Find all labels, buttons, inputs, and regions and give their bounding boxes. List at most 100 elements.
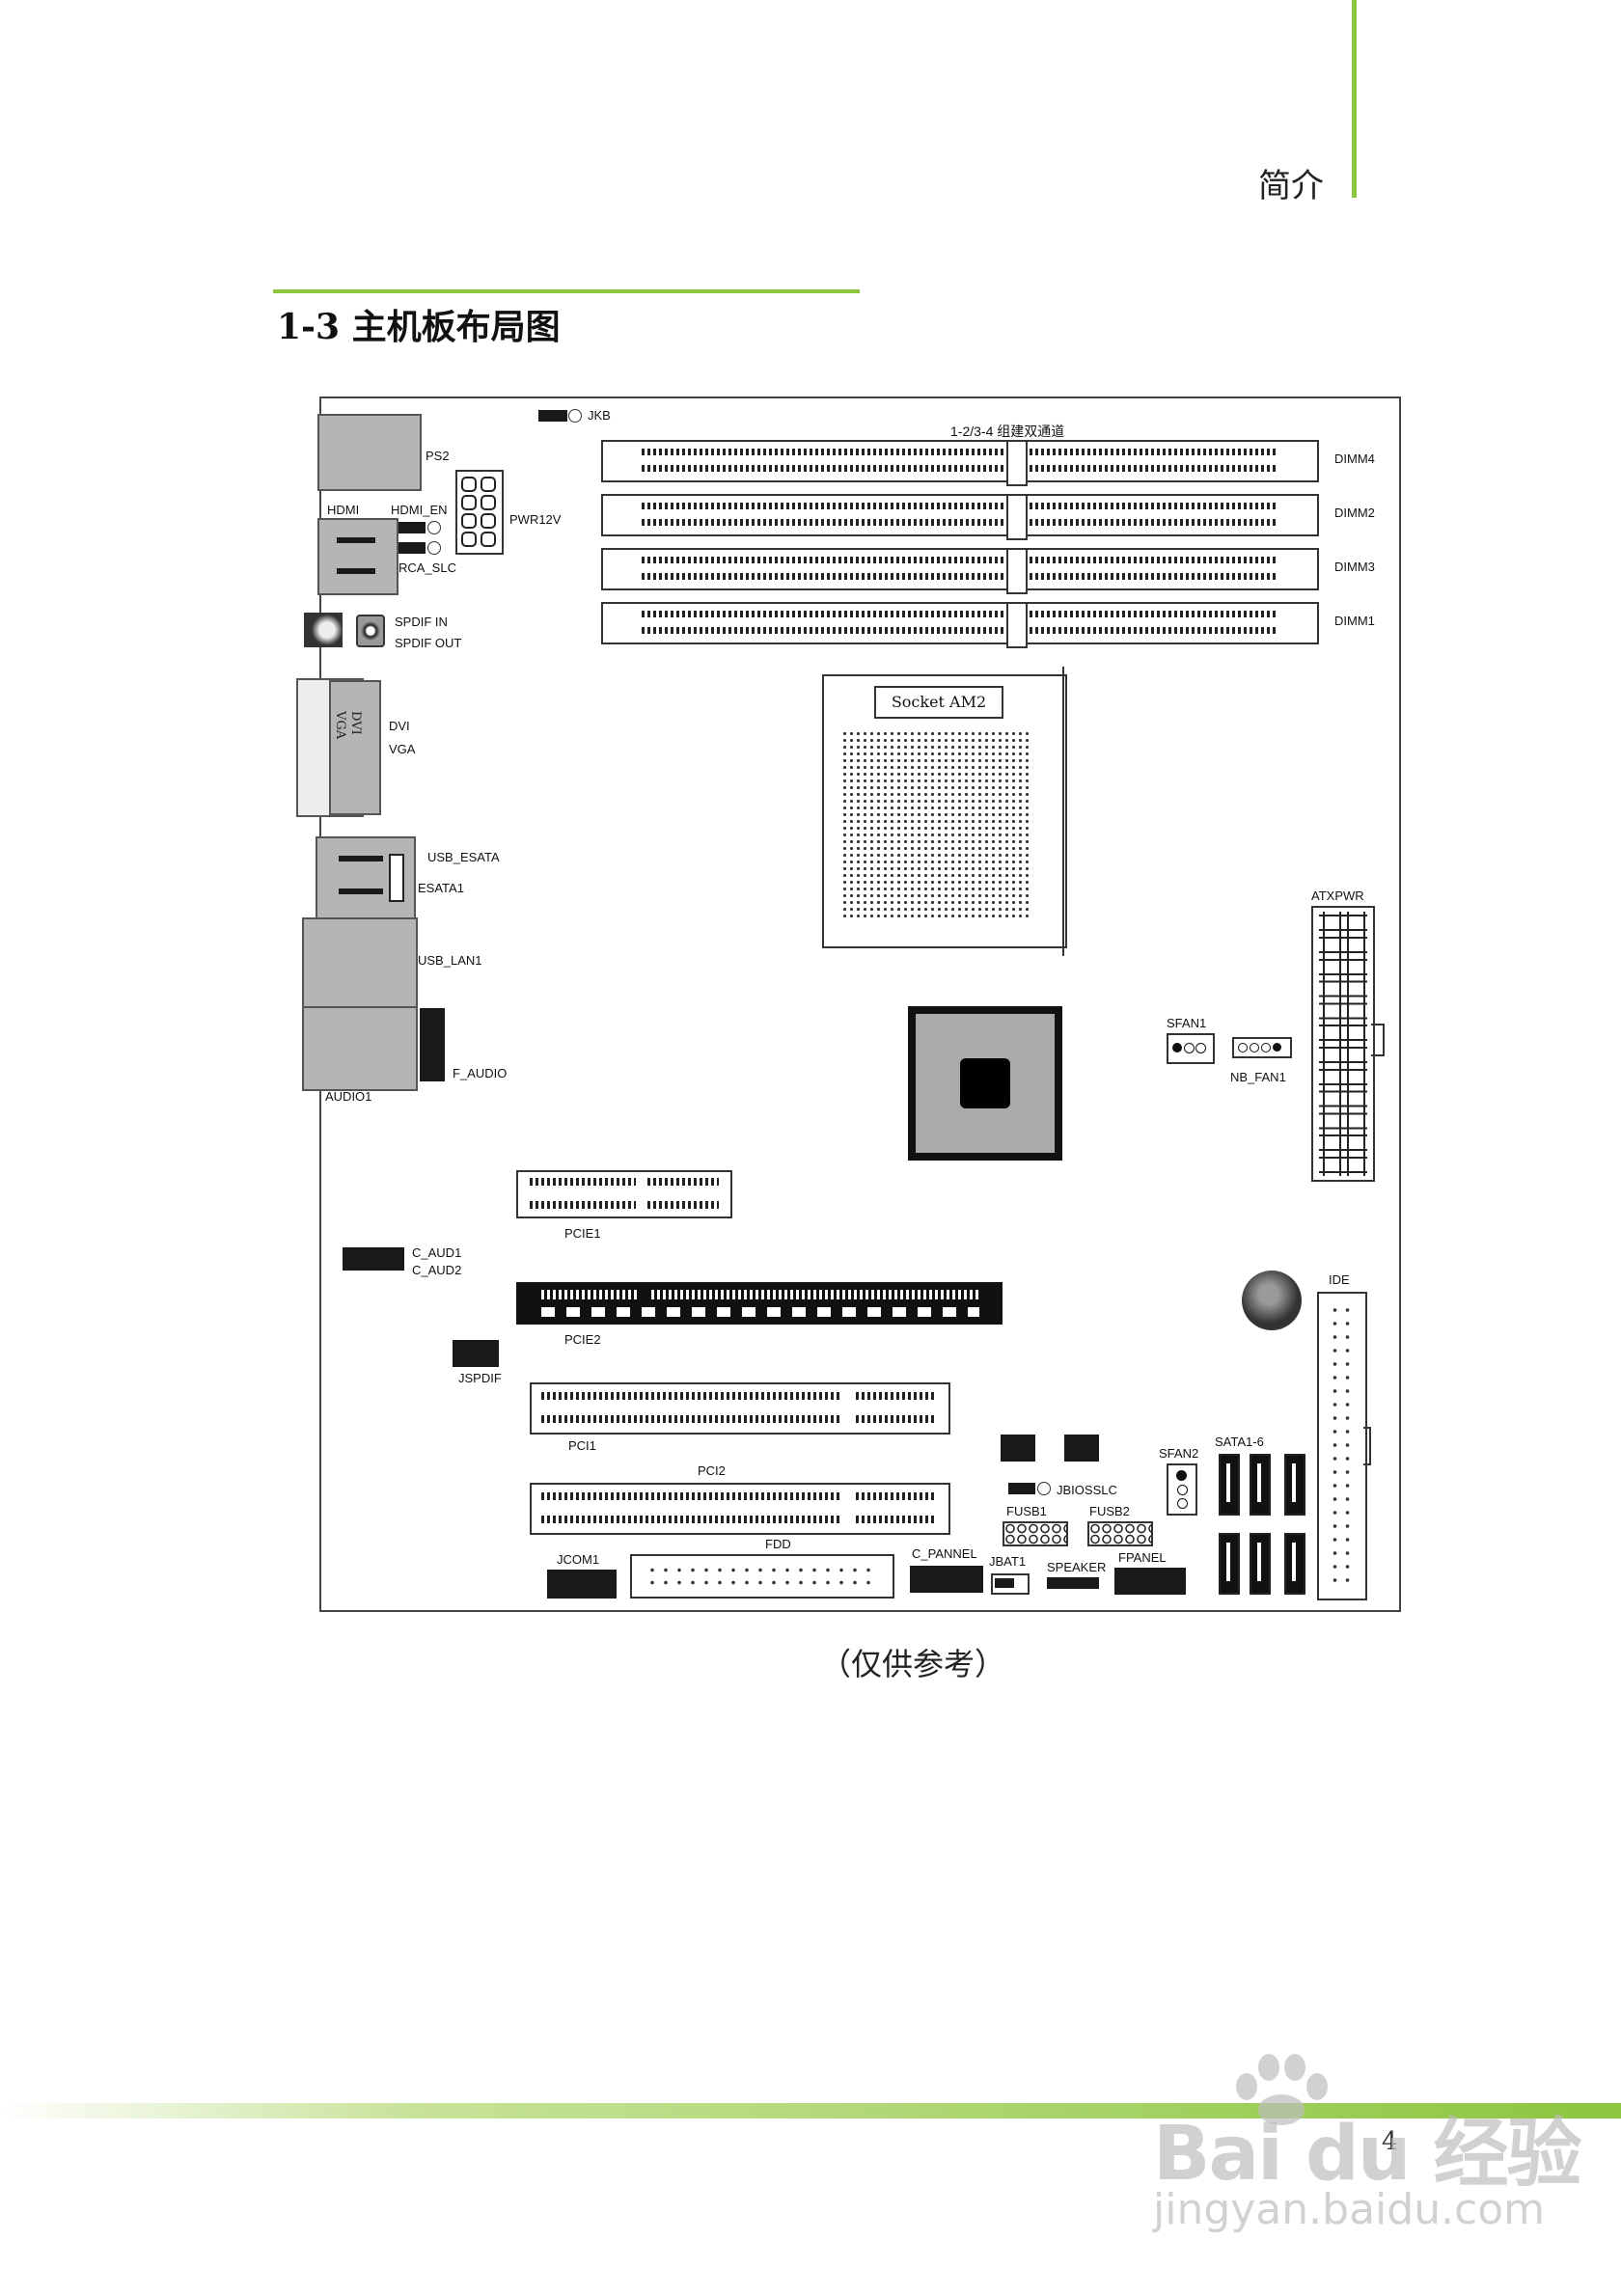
footer-bar — [0, 2103, 1621, 2118]
pci1-slot — [530, 1382, 950, 1435]
pci2-slot — [530, 1483, 950, 1535]
jbiosslc-jumper — [1008, 1483, 1035, 1494]
dimm2-slot — [601, 494, 1319, 540]
dvi-label: DVI — [389, 719, 410, 733]
jbat1-jumper — [991, 1573, 1030, 1595]
c-pannel-label: C_PANNEL — [912, 1546, 977, 1561]
jcom1-label: JCOM1 — [557, 1552, 600, 1567]
ide-connector — [1317, 1292, 1367, 1600]
dimm2-label: DIMM2 — [1334, 506, 1375, 520]
sata-label: SATA1-6 — [1215, 1435, 1264, 1449]
section-title: 1-3 主机板布局图 — [277, 307, 561, 347]
jbiosslc-pin — [1037, 1482, 1051, 1495]
esata1-label: ESATA1 — [418, 881, 464, 895]
chipset — [908, 1006, 1062, 1161]
spdif-out-port — [356, 615, 385, 647]
atxpwr-latch — [1371, 1024, 1385, 1056]
battery — [1242, 1271, 1302, 1330]
dimm1-label: DIMM1 — [1334, 614, 1375, 628]
socket-lever — [1043, 667, 1064, 956]
c-aud-header — [343, 1247, 404, 1271]
jbat1-label: JBAT1 — [989, 1554, 1027, 1569]
header-title: 简介 — [1258, 167, 1324, 205]
dimm4-label: DIMM4 — [1334, 451, 1375, 466]
ps2-port — [317, 414, 422, 491]
spdif-in-label: SPDIF IN — [395, 615, 448, 629]
fusb2-label: FUSB2 — [1089, 1504, 1130, 1518]
sata-port-3 — [1284, 1454, 1305, 1516]
dimm3-slot — [601, 548, 1319, 594]
pwr12v-pins — [461, 477, 496, 547]
dvi-vga-port: DVI VGA — [329, 680, 381, 815]
socket-label: Socket AM2 — [874, 686, 1003, 719]
hdmi-en-jumper — [398, 522, 426, 533]
pci1-label: PCI1 — [568, 1438, 596, 1453]
usb-esata-port — [316, 836, 416, 919]
jspdif-header — [453, 1340, 499, 1367]
usb-esata-label: USB_ESATA — [427, 850, 500, 864]
sfan1-label: SFAN1 — [1167, 1016, 1207, 1030]
atxpwr-connector — [1311, 906, 1375, 1182]
paw-icon — [1236, 2054, 1328, 2125]
c-aud1-label: C_AUD1 — [412, 1245, 462, 1260]
watermark-brand: Bai du 经验 — [1153, 2111, 1581, 2198]
fdd-connector — [630, 1554, 894, 1599]
audio1-port — [302, 1006, 418, 1091]
spdif-in-port — [304, 613, 343, 647]
bios-chip-2 — [1064, 1435, 1099, 1462]
hdmi-en-pin — [427, 521, 441, 534]
bios-chip-1 — [1001, 1435, 1035, 1462]
fusb1-label: FUSB1 — [1006, 1504, 1047, 1518]
ide-label: IDE — [1329, 1272, 1350, 1287]
sata-port-6 — [1284, 1533, 1305, 1595]
atxpwr-label: ATXPWR — [1311, 888, 1364, 903]
dimm1-slot — [601, 602, 1319, 648]
board-notch — [321, 398, 348, 400]
c-pannel-header — [910, 1566, 983, 1593]
sata-port-4 — [1219, 1533, 1240, 1595]
ps2-label: PS2 — [426, 449, 450, 463]
page-number: 4 — [1382, 2127, 1398, 2156]
vga-label: VGA — [389, 742, 416, 756]
sfan2-label: SFAN2 — [1159, 1446, 1199, 1461]
jcom1-header — [547, 1570, 617, 1599]
sata-port-1 — [1219, 1454, 1240, 1516]
dual-channel-label: 1-2/3-4 组建双通道 — [950, 424, 1065, 439]
sfan1-header — [1167, 1033, 1215, 1064]
nb-fan1-label: NB_FAN1 — [1230, 1070, 1286, 1084]
rca-slc-jumper — [398, 542, 426, 554]
dimm4-slot — [601, 440, 1319, 486]
figure-caption: （仅供参考） — [820, 1646, 1006, 1682]
motherboard-diagram: JKB 1-2/3-4 组建双通道 DIMM4 DIMM2 DIMM3 DIMM… — [296, 396, 1401, 1612]
jkb-jumper — [538, 410, 567, 422]
watermark-url: jingyan.baidu.com — [1153, 2185, 1546, 2234]
sata-port-2 — [1250, 1454, 1271, 1516]
pcie1-slot — [516, 1170, 732, 1218]
speaker-label: SPEAKER — [1047, 1560, 1107, 1574]
pcie2-slot — [516, 1282, 1003, 1325]
f-audio-header — [420, 1008, 445, 1081]
rca-slc-pin — [427, 541, 441, 555]
fdd-label: FDD — [765, 1537, 791, 1551]
ide-key — [1363, 1427, 1371, 1465]
usb-lan1-port — [302, 917, 418, 1008]
pci2-label: PCI2 — [698, 1463, 726, 1478]
hdmi-port — [317, 518, 398, 595]
f-audio-label: F_AUDIO — [453, 1066, 508, 1080]
pcie2-label: PCIE2 — [564, 1332, 601, 1347]
sata-port-5 — [1250, 1533, 1271, 1595]
audio1-label: AUDIO1 — [325, 1089, 372, 1104]
hdmi-label: HDMI — [327, 503, 360, 517]
pcie1-label: PCIE1 — [564, 1226, 601, 1241]
spdif-out-label: SPDIF OUT — [395, 636, 462, 650]
header-rule — [1352, 0, 1357, 198]
pwr12v-label: PWR12V — [509, 512, 562, 527]
speaker-header — [1047, 1577, 1099, 1589]
vga-conn-label: VGA — [333, 711, 347, 740]
section-rule — [273, 289, 860, 293]
fusb1-header — [1003, 1521, 1068, 1546]
cpu-socket: Socket AM2 — [822, 674, 1067, 948]
jkb-label: JKB — [588, 408, 611, 423]
dvi-conn-label: DVI — [348, 711, 363, 735]
fusb2-header — [1087, 1521, 1153, 1546]
